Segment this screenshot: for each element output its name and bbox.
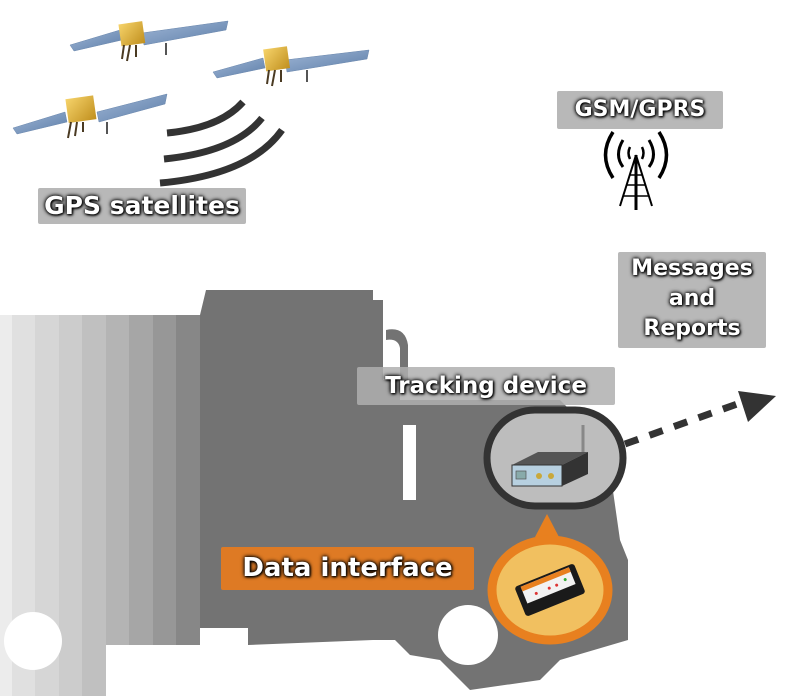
cell-tower-icon bbox=[603, 131, 669, 210]
data-interface-label: Data interface bbox=[221, 547, 474, 590]
and-line: and bbox=[668, 286, 716, 311]
dashed-arrow-icon bbox=[623, 391, 776, 448]
signal-waves-icon bbox=[159, 99, 285, 187]
messages-reports-label: Messages and Reports bbox=[618, 252, 766, 348]
truck-trailer bbox=[0, 315, 200, 696]
gsm-gprs-label: GSM/GPRS bbox=[557, 91, 723, 129]
satellite-icon bbox=[212, 46, 370, 87]
cab-window bbox=[403, 425, 416, 500]
messages-line: Messages bbox=[631, 256, 753, 281]
gps-satellites-label: GPS satellites bbox=[38, 188, 246, 224]
tracking-device-label: Tracking device bbox=[357, 367, 615, 405]
reports-line: Reports bbox=[643, 316, 741, 341]
tracking-device-icon bbox=[483, 406, 627, 510]
satellite-icon bbox=[12, 93, 168, 139]
satellite-icon bbox=[69, 20, 229, 62]
data-interface-device-icon bbox=[487, 535, 613, 645]
truck-wheel bbox=[438, 605, 498, 665]
